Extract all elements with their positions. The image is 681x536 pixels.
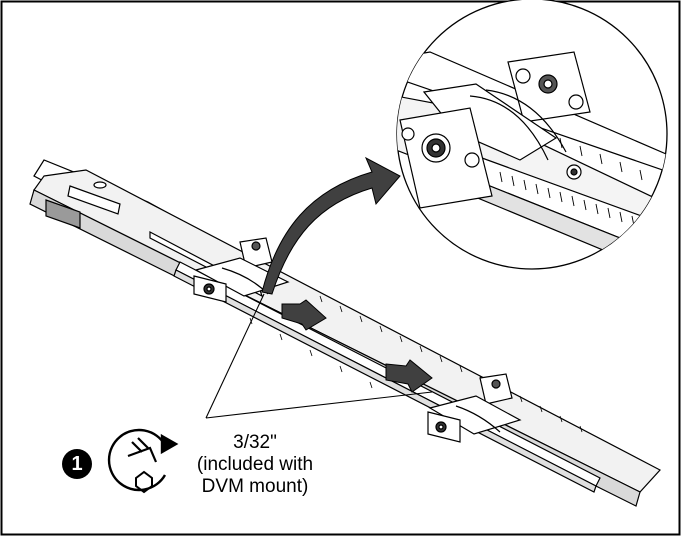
- slide-arrows: [281, 299, 433, 393]
- hex-key-size: 3/32": [233, 432, 277, 453]
- leader-lines: [205, 293, 433, 419]
- hex-key-note-line2: DVM mount): [201, 476, 309, 497]
- hex-key-rotate-icon: [107, 428, 179, 494]
- curved-arrow-icon: [261, 156, 401, 295]
- hex-key-callout: 3/32" (included with DVM mount): [170, 432, 340, 498]
- zoom-detail: [396, 0, 668, 270]
- step-number-badge: 1: [62, 449, 92, 479]
- right-carriage: [427, 373, 522, 443]
- hex-key-note-line1: (included with: [196, 454, 314, 475]
